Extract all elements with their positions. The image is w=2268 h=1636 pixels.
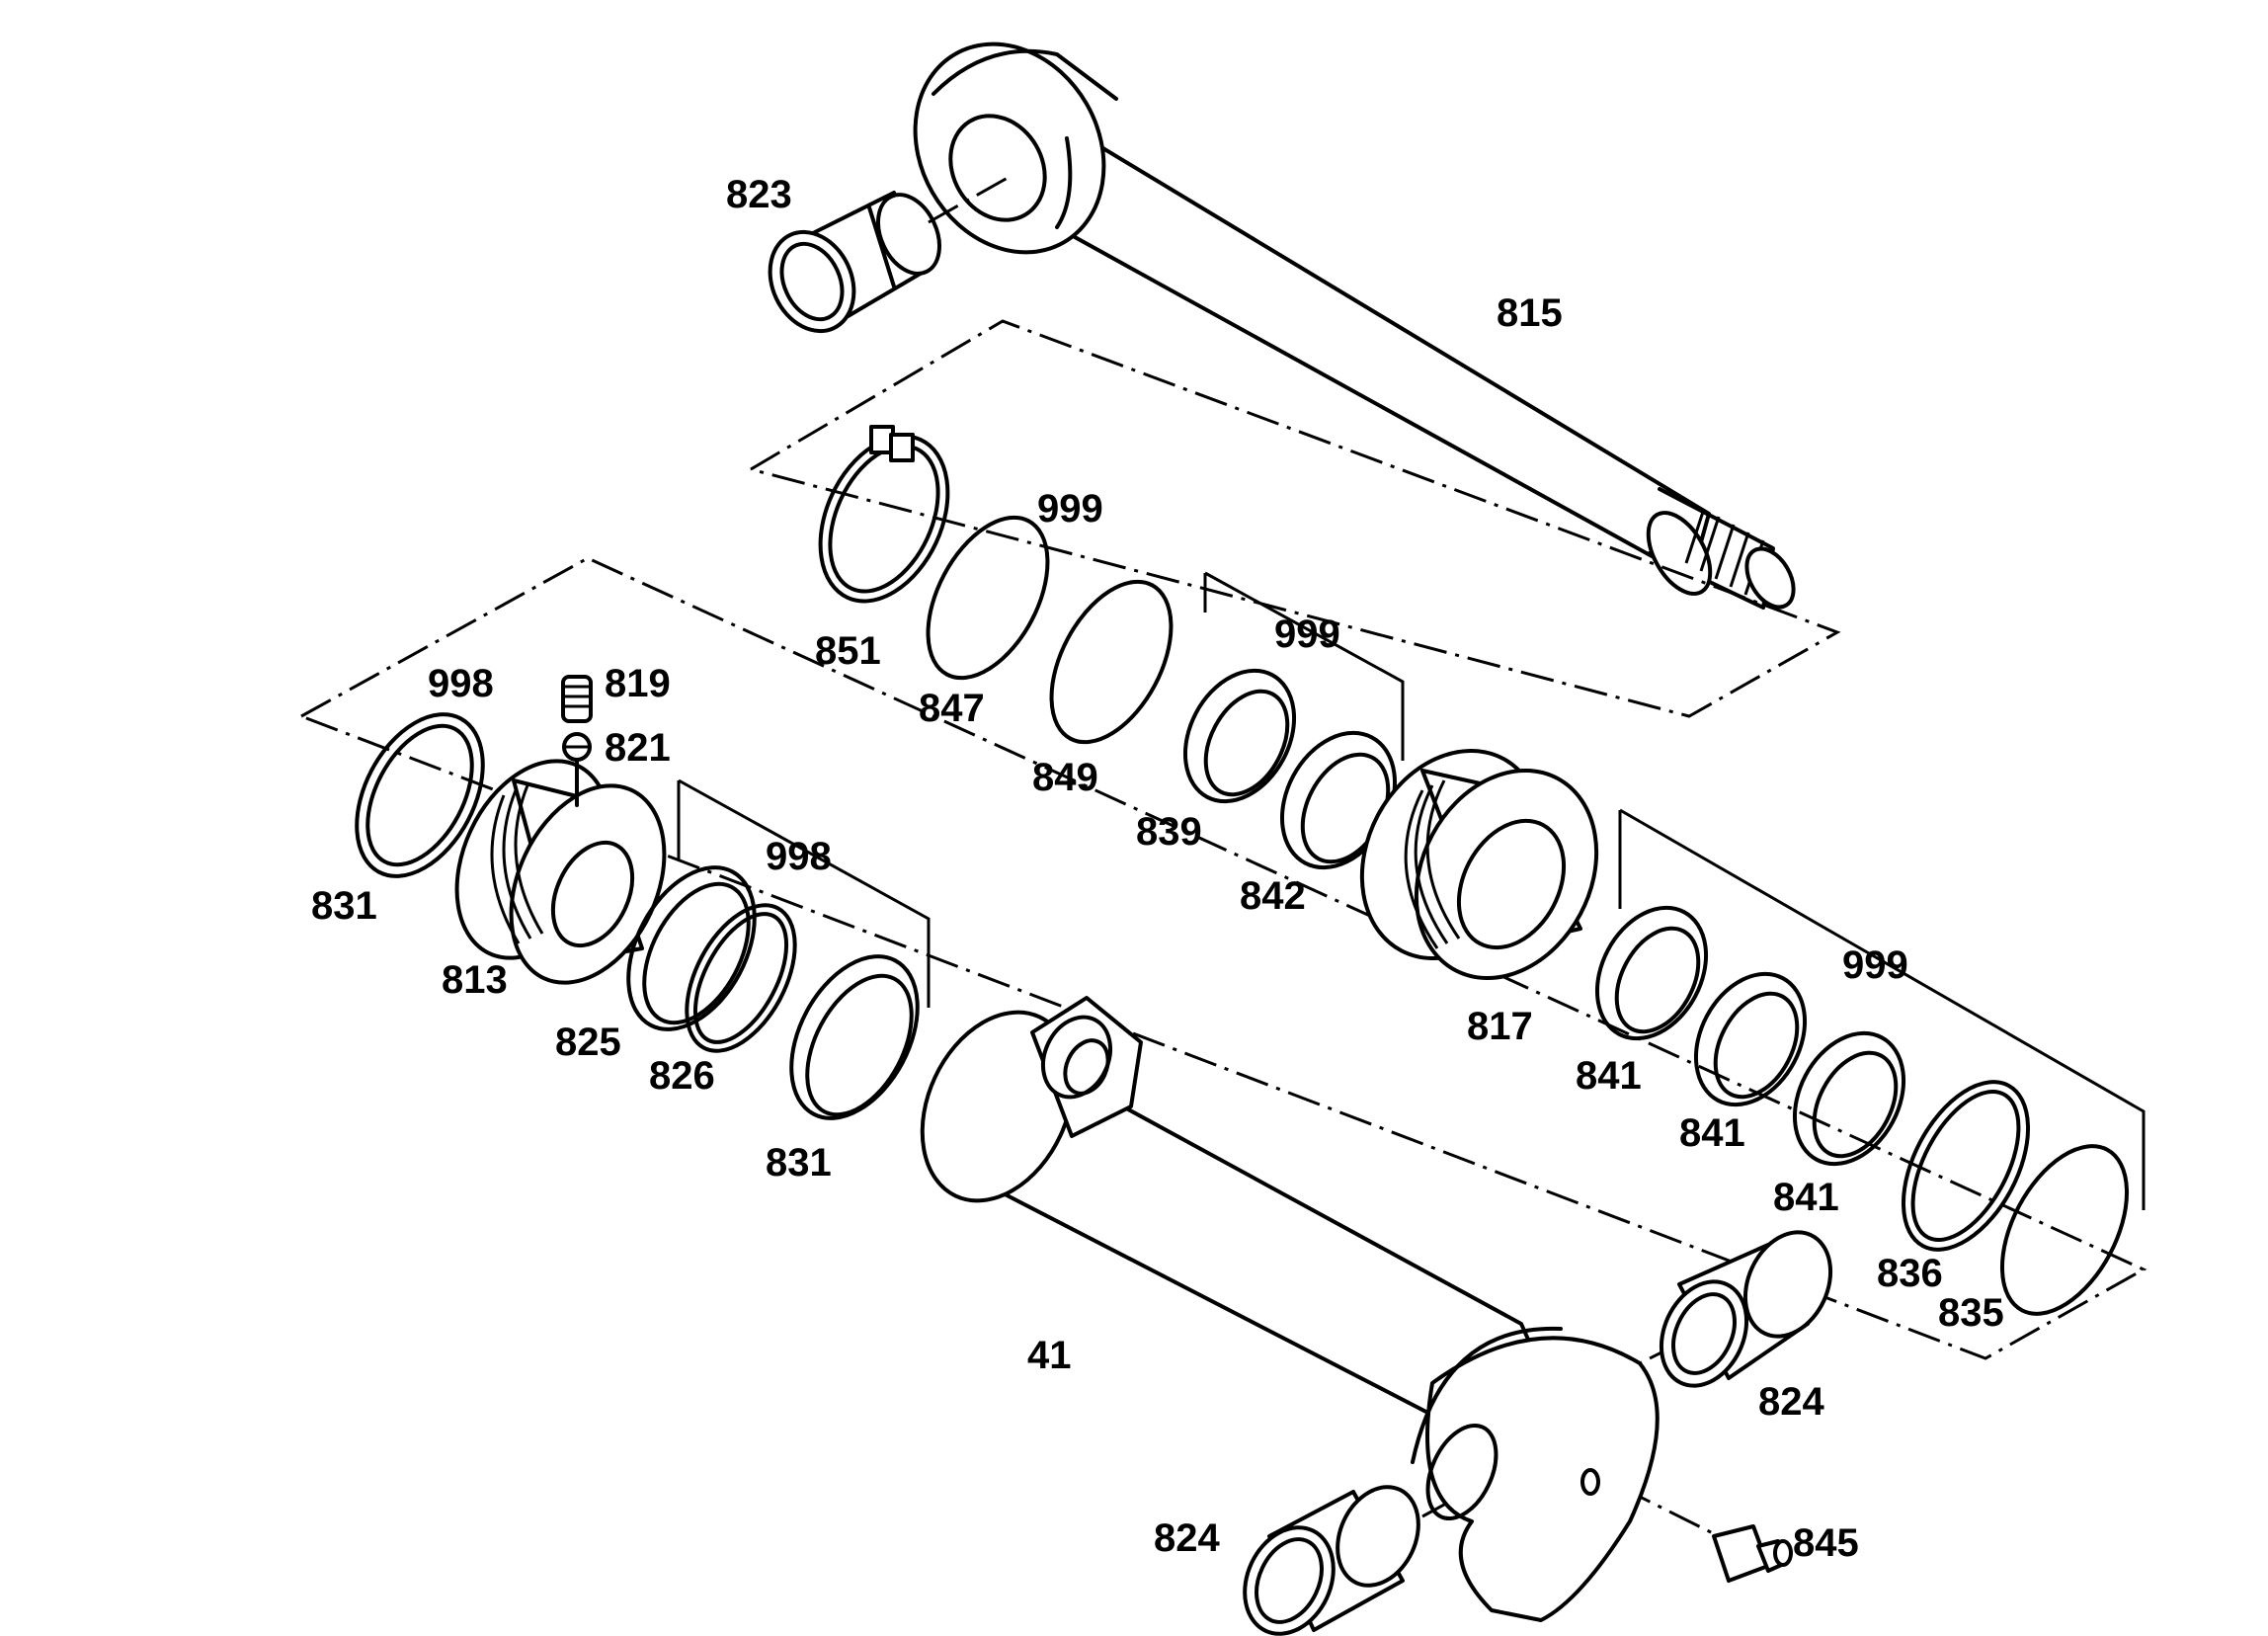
seal-841-2 bbox=[1693, 971, 1808, 1107]
bracket-999-right bbox=[1618, 808, 2146, 1210]
label-826: 826 bbox=[649, 1054, 715, 1098]
label-831-a: 831 bbox=[311, 884, 377, 928]
label-819: 819 bbox=[605, 662, 671, 705]
ring-831-left bbox=[355, 712, 485, 878]
part-labels: 823 815 999 851 847 849 999 998 819 821 … bbox=[311, 173, 2004, 1565]
bushing-824-left bbox=[1243, 1485, 1420, 1636]
ring-831-right bbox=[789, 954, 920, 1120]
label-835: 835 bbox=[1938, 1291, 2004, 1335]
axis-line-lower bbox=[300, 556, 2147, 1360]
label-845: 845 bbox=[1793, 1521, 1859, 1565]
label-999-a: 999 bbox=[1037, 487, 1103, 531]
ring-847 bbox=[926, 515, 1050, 681]
bracket-998 bbox=[677, 778, 931, 1008]
piston-rod-815 bbox=[913, 41, 1796, 610]
seal-841-3 bbox=[1792, 1030, 1906, 1167]
label-847: 847 bbox=[919, 687, 985, 730]
bracket-999-upper bbox=[1203, 571, 1405, 761]
ring-826 bbox=[685, 903, 797, 1053]
ring-835 bbox=[1999, 1144, 2130, 1316]
label-839: 839 bbox=[1136, 810, 1202, 854]
label-999-c: 999 bbox=[1842, 943, 1908, 987]
label-815: 815 bbox=[1497, 291, 1563, 335]
label-824-b: 824 bbox=[1154, 1516, 1220, 1560]
label-851: 851 bbox=[815, 629, 881, 673]
label-825: 825 bbox=[555, 1021, 621, 1064]
seal-825 bbox=[626, 865, 757, 1031]
label-824-a: 824 bbox=[1758, 1380, 1824, 1424]
label-842: 842 bbox=[1240, 874, 1306, 918]
label-841-c: 841 bbox=[1773, 1176, 1839, 1219]
bushing-823 bbox=[768, 191, 941, 334]
label-998-b: 998 bbox=[766, 835, 832, 878]
label-849: 849 bbox=[1032, 756, 1098, 799]
ring-836 bbox=[1901, 1080, 2031, 1252]
seal-841-1 bbox=[1594, 905, 1709, 1041]
piston-817 bbox=[1359, 748, 1599, 981]
label-831-b: 831 bbox=[766, 1141, 832, 1185]
bushing-824-right bbox=[1659, 1230, 1833, 1388]
label-821: 821 bbox=[605, 726, 671, 770]
axis-line-823 bbox=[928, 176, 1009, 224]
label-823: 823 bbox=[726, 173, 792, 216]
label-817: 817 bbox=[1467, 1005, 1533, 1048]
circlip-851 bbox=[818, 425, 950, 604]
label-841-b: 841 bbox=[1679, 1111, 1745, 1155]
label-841-a: 841 bbox=[1576, 1054, 1642, 1098]
label-836: 836 bbox=[1877, 1252, 1943, 1295]
label-998-a: 998 bbox=[428, 662, 494, 705]
label-999-b: 999 bbox=[1274, 613, 1340, 656]
ball-821 bbox=[562, 732, 592, 762]
axis-line-upper bbox=[750, 319, 1841, 718]
label-41: 41 bbox=[1027, 1334, 1072, 1377]
grub-screw-819 bbox=[561, 675, 593, 723]
cylinder-barrel-41 bbox=[920, 996, 1660, 1622]
ring-849 bbox=[1049, 579, 1174, 745]
gland-813 bbox=[454, 759, 667, 985]
seal-839 bbox=[1182, 668, 1297, 804]
label-813: 813 bbox=[442, 958, 508, 1002]
grease-nipple-845 bbox=[1712, 1524, 1793, 1583]
